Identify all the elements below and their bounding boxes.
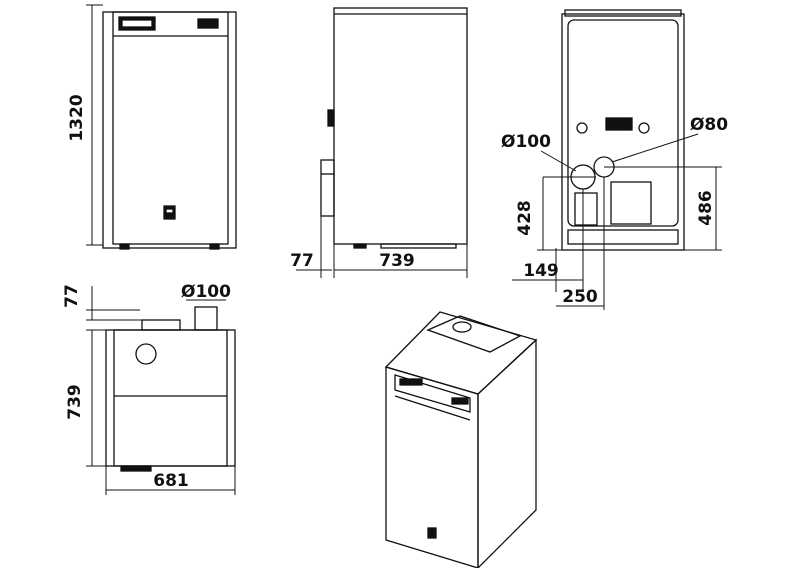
rear-h-428-label: 428	[515, 200, 535, 236]
top-width-label: 681	[153, 471, 189, 491]
side-view	[320, 7, 468, 249]
rear-view	[561, 9, 685, 251]
top-depth-label: 739	[65, 384, 85, 420]
side-dimensions: 77 739	[290, 216, 468, 278]
front-view	[102, 11, 237, 250]
rear-h-486-label: 486	[696, 190, 716, 226]
rear-flue-100-label: Ø100	[501, 132, 551, 152]
top-view	[105, 306, 236, 472]
top-flue-label: Ø100	[181, 282, 231, 302]
side-depth-label: 739	[379, 251, 415, 271]
isometric-view	[384, 311, 538, 568]
rear-dimensions: Ø100 Ø80 428 486 149 250	[501, 115, 728, 310]
top-dimensions: 77 Ø100 739 681	[62, 282, 236, 495]
rear-x-149-label: 149	[523, 261, 559, 281]
side-offset-label: 77	[290, 251, 314, 271]
front-height-label: 1320	[67, 94, 87, 141]
rear-flue-80-label: Ø80	[690, 115, 728, 135]
front-height-dimension: 1320	[67, 4, 103, 246]
top-offset-label: 77	[62, 284, 82, 308]
rear-x-250-label: 250	[562, 287, 598, 307]
